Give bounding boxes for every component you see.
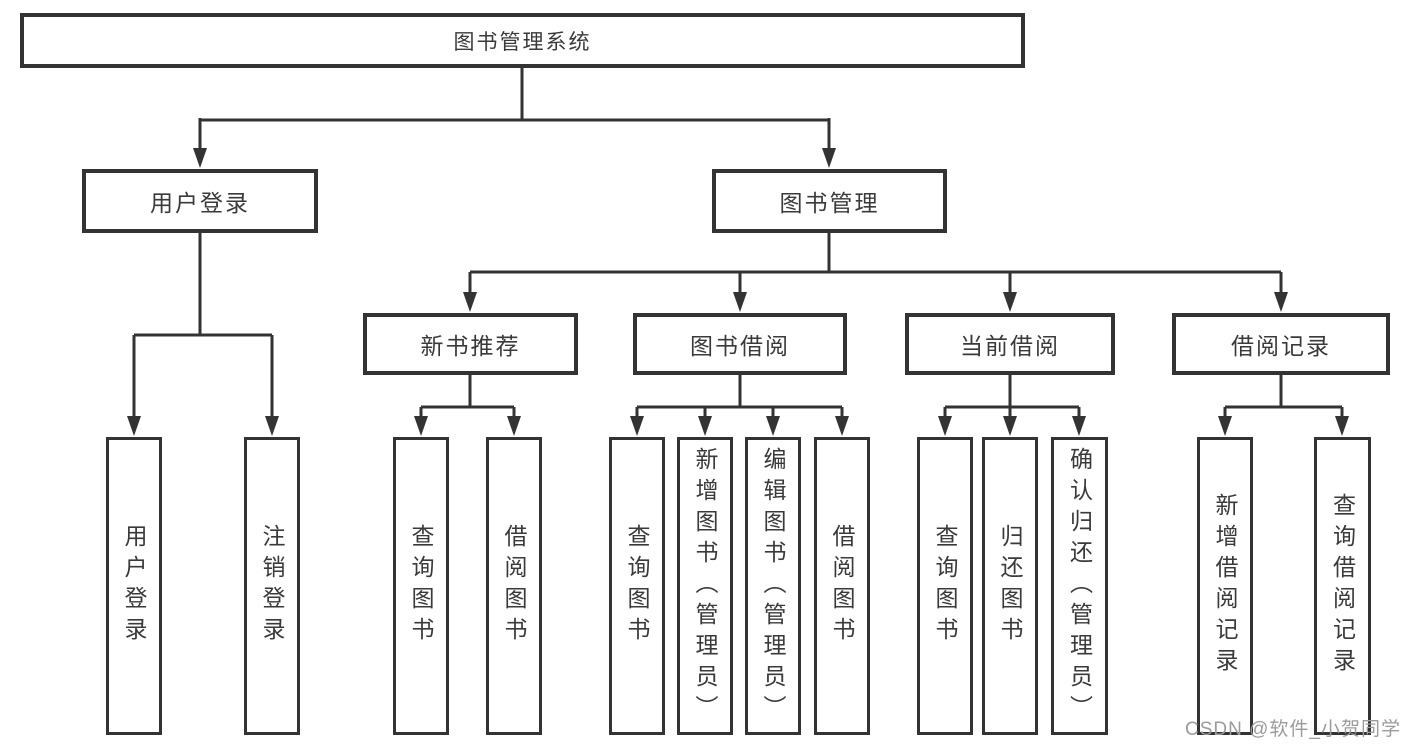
node-root-library-system: 图书管理系统 [20,13,1025,68]
node-user-login: 用户登录 [82,169,318,233]
leaf-nbr-borrow-books: 借阅图书 [486,437,542,735]
arrowheads [127,148,1349,436]
node-book-management: 图书管理 [712,169,947,233]
leaf-bb-add-books-admin: 新增图书（管理员） [677,437,733,735]
leaf-bb-query-books: 查询图书 [609,437,665,735]
node-new-book-recommend: 新书推荐 [363,313,578,375]
leaf-br-query-record: 查询借阅记录 [1314,437,1371,735]
node-book-borrowing: 图书借阅 [633,313,847,375]
leaf-cb-query-books: 查询图书 [917,437,973,735]
leaf-bb-borrow-books: 借阅图书 [814,437,870,735]
leaf-user-login: 用户登录 [106,437,162,735]
node-borrowing-records: 借阅记录 [1172,313,1390,375]
leaf-br-add-record: 新增借阅记录 [1197,437,1253,735]
leaf-bb-edit-books-admin: 编辑图书（管理员） [745,437,801,735]
node-current-borrowing: 当前借阅 [905,313,1115,375]
leaf-cb-confirm-return-admin: 确认归还（管理员） [1051,437,1108,735]
watermark: CSDN @软件_小贺同学 [1185,719,1401,740]
leaf-logout: 注销登录 [244,437,300,735]
leaf-nbr-query-books: 查询图书 [393,437,449,735]
leaf-cb-return-books: 归还图书 [982,437,1038,735]
